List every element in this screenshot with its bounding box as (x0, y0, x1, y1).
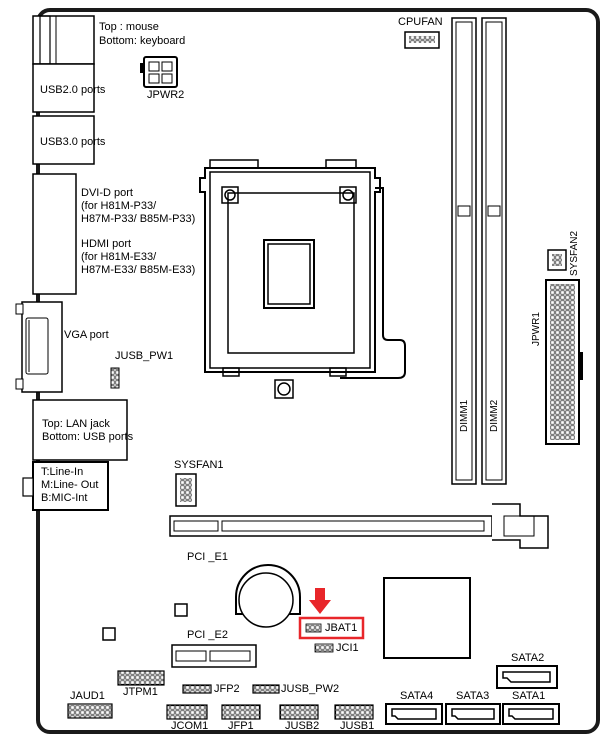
dvi-hdmi-port (32, 173, 77, 295)
label-vga: VGA port (64, 329, 109, 341)
label-jfp1: JFP1 (228, 720, 254, 732)
label-audio-2: M:Line- Out (41, 479, 99, 491)
label-sata1: SATA1 (512, 690, 546, 702)
label-dimm1: DIMM1 (459, 399, 470, 432)
label-sata4: SATA4 (400, 690, 434, 702)
label-jbat1: JBAT1 (325, 622, 358, 634)
vga-port (15, 301, 63, 393)
label-jpwr1: JPWR1 (531, 312, 542, 346)
jfp2-header (182, 684, 212, 694)
cpu-socket (199, 159, 406, 399)
usb30-port (32, 115, 95, 165)
cmos-battery (235, 564, 301, 628)
dimm2-slot (481, 17, 507, 485)
label-dvid-3: H87M-P33/ B85M-P33) (81, 213, 196, 225)
label-jusb1: JUSB1 (340, 720, 375, 732)
label-dvid-1: DVI-D port (81, 187, 133, 199)
usb20-port (32, 63, 95, 113)
sata4-connector (385, 703, 443, 725)
audio-jack (22, 461, 109, 511)
mount-square (174, 603, 188, 617)
label-sysfan1: SYSFAN1 (174, 459, 224, 471)
lan-usb-port (32, 399, 128, 461)
cpufan-header (404, 31, 440, 49)
label-sata2: SATA2 (511, 652, 545, 664)
jtpm1-header (117, 670, 165, 686)
label-audio-3: B:MIC-Int (41, 492, 88, 504)
label-jfp2: JFP2 (214, 683, 240, 695)
label-lan-2: Bottom: USB ports (42, 431, 134, 443)
label-hdmi-1: HDMI port (81, 238, 132, 250)
label-hdmi-2: (for H81M-E33/ (81, 251, 157, 263)
label-usb20: USB2.0 ports (40, 84, 106, 96)
jcom1-header (166, 704, 208, 720)
label-bottom-keyboard: Bottom: keyboard (99, 35, 186, 47)
ps2-port (32, 15, 95, 65)
label-pci-e1: PCI _E1 (187, 551, 228, 563)
label-jusb-pw2: JUSB_PW2 (281, 683, 340, 695)
jusb-pw1-jumper (110, 367, 120, 389)
label-usb30: USB3.0 ports (40, 136, 106, 148)
jci1-jumper (314, 643, 334, 653)
jaud1-header (67, 703, 113, 719)
sata2-connector (496, 665, 558, 689)
sata3-connector (445, 703, 501, 725)
label-cpufan: CPUFAN (398, 16, 443, 28)
jusb1-header (334, 704, 374, 720)
label-jusb-pw1: JUSB_PW1 (115, 350, 174, 362)
sata1-connector (502, 703, 560, 725)
label-lan-1: Top: LAN jack (42, 418, 110, 430)
jusb-pw2-jumper (252, 684, 280, 694)
jpwr2-connector (140, 56, 178, 88)
label-hdmi-3: H87M-E33/ B85M-E33) (81, 264, 196, 276)
label-jtpm1: JTPM1 (123, 686, 158, 698)
label-jcom1: JCOM1 (171, 720, 209, 732)
label-sysfan2: SYSFAN2 (569, 230, 580, 276)
label-jci1: JCI1 (336, 642, 359, 654)
label-dvid-2: (for H81M-P33/ (81, 200, 157, 212)
label-sata3: SATA3 (456, 690, 490, 702)
jusb2-header (279, 704, 319, 720)
label-jusb2: JUSB2 (285, 720, 320, 732)
pci-e2-slot (171, 644, 257, 668)
label-jaud1: JAUD1 (70, 690, 105, 702)
sysfan2-header (547, 249, 567, 271)
sysfan1-header (175, 473, 197, 507)
chipset (383, 577, 471, 659)
jpwr1-connector (545, 279, 583, 445)
label-audio-1: T:Line-In (41, 466, 84, 478)
arrow-down-icon (309, 588, 331, 614)
mount-square (102, 627, 116, 641)
jbat1-jumper (298, 616, 365, 640)
label-dimm2: DIMM2 (489, 399, 500, 432)
jfp1-header (221, 704, 261, 720)
dimm1-slot (451, 17, 477, 485)
label-top-mouse: Top : mouse (99, 21, 159, 33)
label-pci-e2: PCI _E2 (187, 629, 228, 641)
label-jpwr2: JPWR2 (147, 89, 185, 101)
pci-e1-slot (169, 503, 549, 549)
